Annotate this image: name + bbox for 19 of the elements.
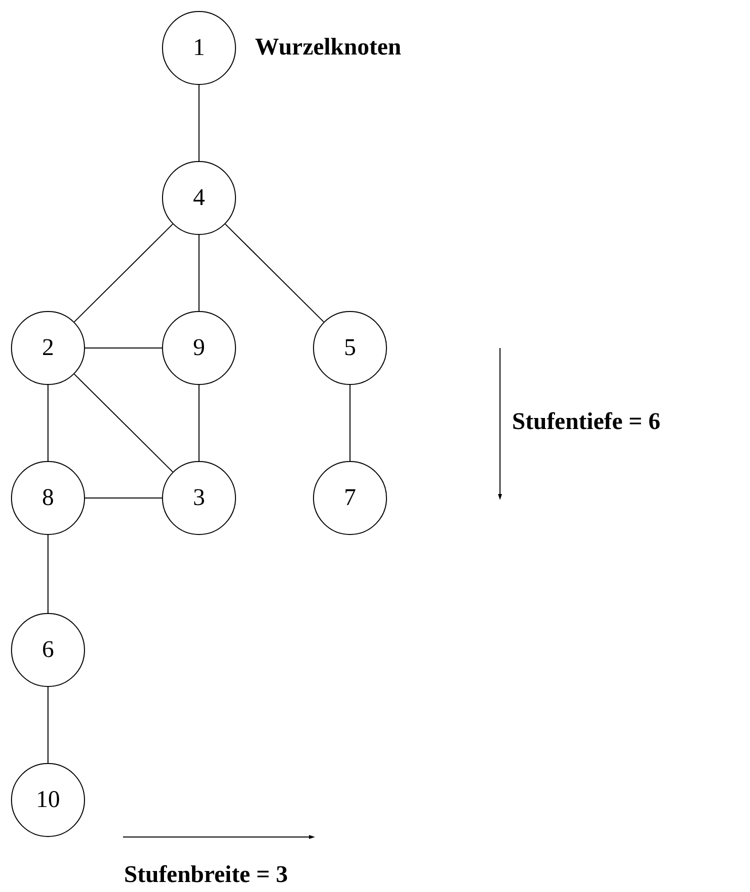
connector-line	[74, 374, 174, 472]
connector-line	[74, 224, 174, 322]
node-number: 3	[193, 486, 205, 510]
connector-line	[198, 84, 200, 162]
node-number: 2	[42, 336, 54, 360]
node-caption: Wurzelknoten	[255, 34, 402, 62]
node-number: 7	[344, 486, 356, 510]
node-number: 5	[344, 336, 356, 360]
node-number: 9	[193, 336, 205, 360]
level-label: Stufentiefe = 6	[512, 409, 660, 436]
connector-line	[198, 384, 200, 462]
node-number: 1	[193, 36, 205, 60]
node-number: 4	[193, 186, 205, 210]
node-number: 8	[42, 486, 54, 510]
node-number: 10	[36, 788, 60, 812]
node-number: 6	[42, 638, 54, 662]
connector-line	[224, 224, 324, 322]
connector-line	[198, 234, 200, 312]
level-label: Stufenbreite = 3	[124, 862, 288, 889]
